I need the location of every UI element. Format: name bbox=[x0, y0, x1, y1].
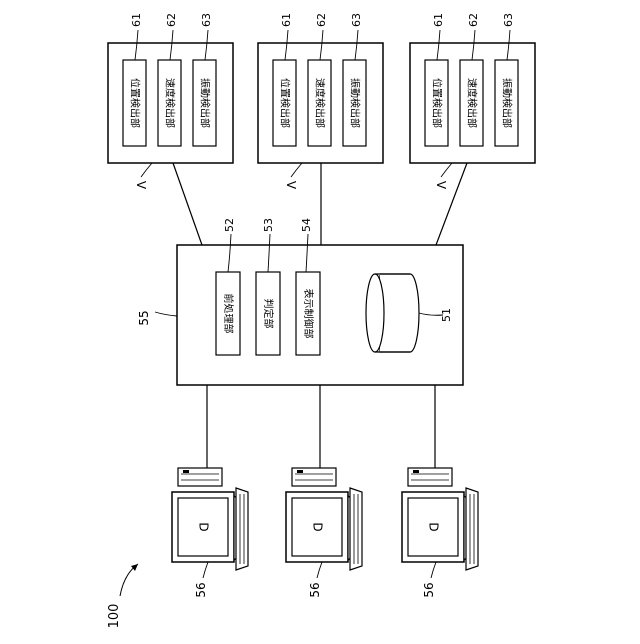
vehicle-unit-3: 位置検出部 速度検出部 振動検出部 61 62 63 V bbox=[410, 13, 535, 190]
vehicle-tag: V bbox=[434, 181, 448, 190]
screen-glyph: D bbox=[197, 522, 211, 531]
leader-line bbox=[431, 562, 436, 578]
keyboard bbox=[466, 488, 478, 570]
ref-number: 52 bbox=[223, 218, 236, 232]
ref-number: 62 bbox=[315, 13, 328, 27]
leader-line bbox=[141, 163, 152, 177]
leader-line bbox=[317, 562, 322, 578]
storage-side bbox=[380, 274, 419, 352]
server-unit: 55 前処理部 判定部 表示制御部 52 53 54 51 bbox=[137, 218, 463, 385]
vehicle-unit-2: 位置検出部 速度検出部 振動検出部 61 62 63 V bbox=[258, 13, 383, 190]
server-ref-number: 55 bbox=[137, 310, 151, 325]
vehicle-tag: V bbox=[134, 181, 148, 190]
module-label: 速度検出部 bbox=[164, 78, 177, 128]
terminal-ref-number: 56 bbox=[194, 582, 208, 597]
keyboard bbox=[350, 488, 362, 570]
vehicle-tag: V bbox=[284, 181, 298, 190]
ref-number: 62 bbox=[467, 13, 480, 27]
ref-number: 54 bbox=[300, 218, 313, 232]
ref-number: 61 bbox=[280, 13, 293, 27]
terminal-ref-number: 56 bbox=[308, 582, 322, 597]
module-label: 位置検出部 bbox=[129, 78, 142, 128]
ref-number: 62 bbox=[165, 13, 178, 27]
module-label: 振動検出部 bbox=[501, 78, 514, 128]
ref-number: 61 bbox=[432, 13, 445, 27]
ref-number: 63 bbox=[350, 13, 363, 27]
storage-top bbox=[366, 274, 384, 352]
screen-glyph: D bbox=[311, 522, 325, 531]
ref-number: 63 bbox=[200, 13, 213, 27]
case-drive bbox=[297, 470, 303, 473]
vehicle-unit-1: 位置検出部 速度検出部 振動検出部 61 62 63 V bbox=[108, 13, 233, 190]
module-label: 速度検出部 bbox=[466, 78, 479, 128]
terminal-2: D 56 bbox=[286, 468, 362, 598]
screen-glyph: D bbox=[427, 522, 441, 531]
keyboard bbox=[236, 488, 248, 570]
module-label: 速度検出部 bbox=[314, 78, 327, 128]
leader-line bbox=[291, 163, 302, 177]
figure-label: 100 bbox=[107, 604, 122, 629]
leader-line bbox=[155, 312, 177, 316]
case-drive bbox=[413, 470, 419, 473]
leader-line bbox=[441, 163, 452, 177]
link-vehicle-3 bbox=[436, 163, 467, 245]
module-label: 振動検出部 bbox=[199, 78, 212, 128]
terminal-ref-number: 56 bbox=[422, 582, 436, 597]
ref-number: 63 bbox=[502, 13, 515, 27]
link-vehicle-1 bbox=[173, 163, 202, 245]
module-label: 振動検出部 bbox=[349, 78, 362, 128]
module-label: 表示制御部 bbox=[302, 289, 315, 339]
leader-line bbox=[203, 562, 208, 578]
terminal-1: D 56 bbox=[172, 468, 248, 598]
module-label: 位置検出部 bbox=[431, 78, 444, 128]
terminal-3: D 56 bbox=[402, 468, 478, 598]
ref-number: 61 bbox=[130, 13, 143, 27]
case-drive bbox=[183, 470, 189, 473]
module-label: 位置検出部 bbox=[279, 78, 292, 128]
ref-number: 53 bbox=[262, 218, 275, 232]
module-label: 判定部 bbox=[262, 299, 275, 329]
database-storage bbox=[366, 274, 419, 352]
module-label: 前処理部 bbox=[222, 294, 235, 334]
